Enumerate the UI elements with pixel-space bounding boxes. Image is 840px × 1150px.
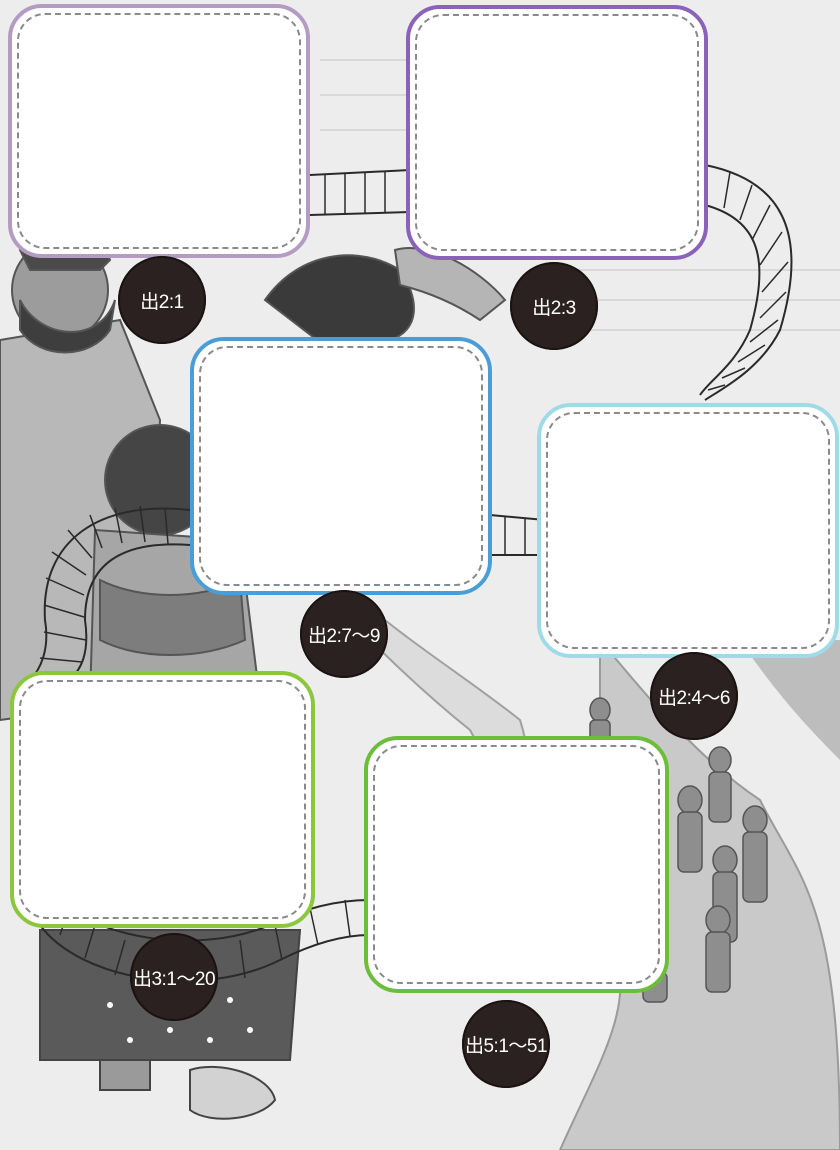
scripture-badge-4: 出2:4～6 [650,652,738,740]
scripture-badge-6: 出5:1～51 [462,1000,550,1088]
scripture-badge-1: 出2:1 [118,256,206,344]
scripture-badge-3: 出2:7～9 [300,590,388,678]
answer-box-3[interactable] [190,337,492,595]
scripture-badge-5: 出3:1～20 [130,933,218,1021]
answer-box-1[interactable] [8,4,310,258]
answer-box-6[interactable] [364,736,669,993]
answer-box-4[interactable] [537,403,839,658]
dashed-frame [415,14,699,251]
answer-box-2[interactable] [406,5,708,260]
dashed-frame [19,680,306,919]
dashed-frame [546,412,830,649]
dashed-frame [199,346,483,586]
girl-figure [265,248,505,350]
answer-box-5[interactable] [10,671,315,928]
dashed-frame [17,13,301,249]
scripture-badge-2: 出2:3 [510,262,598,350]
dashed-frame [373,745,660,984]
